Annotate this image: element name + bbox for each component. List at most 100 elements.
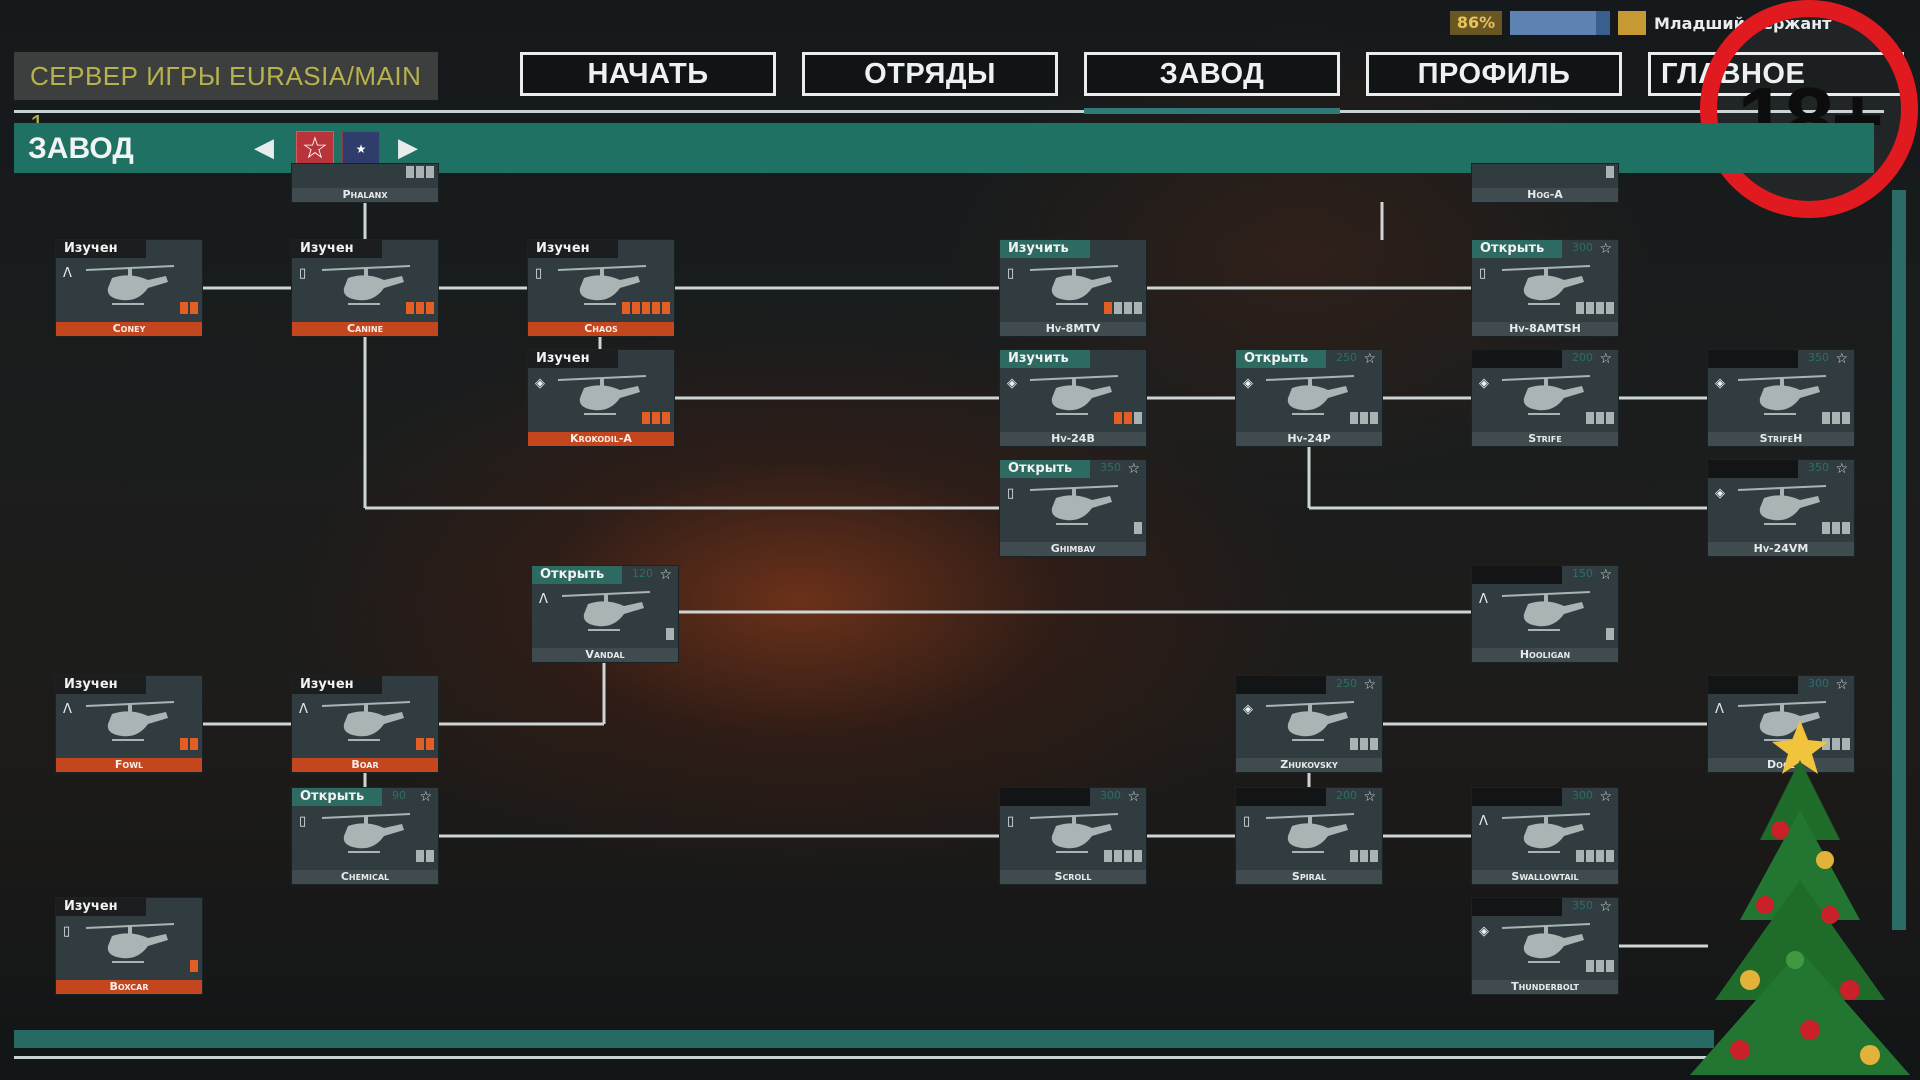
upgrade-pips (1350, 850, 1378, 862)
vehicle-card-hv24b[interactable]: Изучить◈Hv-24B (1000, 350, 1146, 446)
vehicle-card-hoga[interactable]: Hog-A (1472, 164, 1618, 202)
upgrade-pips (1576, 302, 1614, 314)
horizontal-scrollbar[interactable] (14, 1030, 1714, 1048)
star-icon[interactable]: ☆ (1599, 789, 1612, 805)
vehicle-card-phalanx[interactable]: Phalanx (292, 164, 438, 202)
helicopter-icon (82, 262, 178, 314)
vehicle-card-strifeh[interactable]: 350☆◈StrifeH (1708, 350, 1854, 446)
start-button[interactable]: НАЧАТЬ (520, 52, 776, 96)
vehicle-class-icon: ▯ (1479, 266, 1487, 281)
vehicle-class-icon: ◈ (1715, 376, 1725, 391)
vehicle-cost: 200 (1572, 351, 1593, 364)
vehicle-status (1472, 566, 1562, 584)
vehicle-card-hv8mtv[interactable]: Изучить▯Hv-8MTV (1000, 240, 1146, 336)
vehicle-class-icon: ◈ (1479, 376, 1489, 391)
upgrade-pips (416, 850, 434, 862)
christmas-tree-icon (1690, 720, 1910, 1075)
vehicle-class-icon: ◈ (1243, 376, 1253, 391)
helicopter-icon (82, 698, 178, 750)
vehicle-name: Thunderbolt (1472, 980, 1618, 994)
helicopter-icon (1498, 810, 1594, 862)
vehicle-name: Hv-24B (1000, 432, 1146, 446)
vehicle-class-icon: Λ (1479, 592, 1488, 607)
vehicle-card-chaos[interactable]: Изучен▯Chaos (528, 240, 674, 336)
vehicle-card-strife[interactable]: 200☆◈Strife (1472, 350, 1618, 446)
star-icon[interactable]: ☆ (1599, 899, 1612, 915)
vehicle-class-icon: Λ (1715, 702, 1724, 717)
helicopter-icon (1734, 372, 1830, 424)
star-icon[interactable]: ☆ (1127, 789, 1140, 805)
star-icon[interactable]: ☆ (659, 567, 672, 583)
vehicle-card-zhukovsky[interactable]: 250☆◈Zhukovsky (1236, 676, 1382, 772)
star-icon[interactable]: ☆ (1599, 241, 1612, 257)
vehicle-cost: 350 (1572, 899, 1593, 912)
star-icon[interactable]: ☆ (1363, 677, 1376, 693)
upgrade-pips (1822, 412, 1850, 424)
vehicle-name: Fowl (56, 758, 202, 772)
nation-star-icon[interactable]: ☆ (296, 131, 334, 167)
star-icon[interactable]: ☆ (1599, 351, 1612, 367)
vehicle-card-krokodil[interactable]: Изучен◈Krokodil-A (528, 350, 674, 446)
vehicle-card-spiral[interactable]: 200☆▯Spiral (1236, 788, 1382, 884)
vehicle-class-icon: Λ (63, 266, 72, 281)
bottom-divider (14, 1056, 1884, 1059)
star-icon[interactable]: ☆ (1127, 461, 1140, 477)
rank-percent: 86% (1450, 11, 1502, 35)
star-icon[interactable]: ☆ (1363, 789, 1376, 805)
vehicle-card-scroll[interactable]: 300☆▯Scroll (1000, 788, 1146, 884)
vehicle-card-hv24vm[interactable]: 350☆◈Hv-24VM (1708, 460, 1854, 556)
vehicle-name: Hv-8AMTSH (1472, 322, 1618, 336)
helicopter-icon (1498, 588, 1594, 640)
star-icon[interactable]: ☆ (1599, 567, 1612, 583)
vehicle-status: Изучить (1000, 240, 1090, 258)
vehicle-class-icon: ◈ (1479, 924, 1489, 939)
helicopter-icon (558, 588, 654, 640)
vehicle-status: Открыть (532, 566, 622, 584)
nation-flag-icon[interactable]: ★ (342, 131, 380, 167)
helicopter-icon (1026, 262, 1122, 314)
vehicle-class-icon: Λ (299, 702, 308, 717)
star-icon[interactable]: ☆ (419, 789, 432, 805)
vehicle-name: Hv-24VM (1708, 542, 1854, 556)
vehicle-class-icon: ◈ (1243, 702, 1253, 717)
profile-button[interactable]: ПРОФИЛЬ (1366, 52, 1622, 96)
vehicle-card-thunderbolt[interactable]: 350 ☆ ◈ Thunderbolt (1472, 898, 1618, 994)
upgrade-pips (416, 738, 434, 750)
upgrade-pips (406, 166, 434, 178)
vehicle-class-icon: ▯ (299, 814, 307, 829)
vehicle-cost: 300 (1808, 677, 1829, 690)
helicopter-icon (1262, 810, 1358, 862)
star-icon[interactable]: ☆ (1835, 461, 1848, 477)
factory-tab[interactable]: ЗАВОД (1084, 52, 1340, 96)
star-icon[interactable]: ☆ (1363, 351, 1376, 367)
next-nation-arrow-icon[interactable]: ▶ (398, 133, 418, 163)
active-tab-underline (1084, 108, 1340, 114)
vehicle-status: Изучен (528, 350, 618, 368)
vehicle-name: Canine (292, 322, 438, 336)
vehicle-class-icon: ▯ (535, 266, 543, 281)
star-icon[interactable]: ☆ (1835, 677, 1848, 693)
helicopter-icon (1026, 482, 1122, 534)
vehicle-card-canine[interactable]: Изучен▯Canine (292, 240, 438, 336)
prev-nation-arrow-icon[interactable]: ◀ (254, 133, 274, 163)
vertical-scrollbar[interactable] (1892, 190, 1906, 930)
star-icon[interactable]: ☆ (1835, 351, 1848, 367)
upgrade-pips (1576, 850, 1614, 862)
squads-button[interactable]: ОТРЯДЫ (802, 52, 1058, 96)
vehicle-cost: 300 (1572, 241, 1593, 254)
helicopter-icon (1262, 372, 1358, 424)
vehicle-card-boxcar[interactable]: Изучен▯Boxcar (56, 898, 202, 994)
vehicle-name: Phalanx (292, 188, 438, 202)
